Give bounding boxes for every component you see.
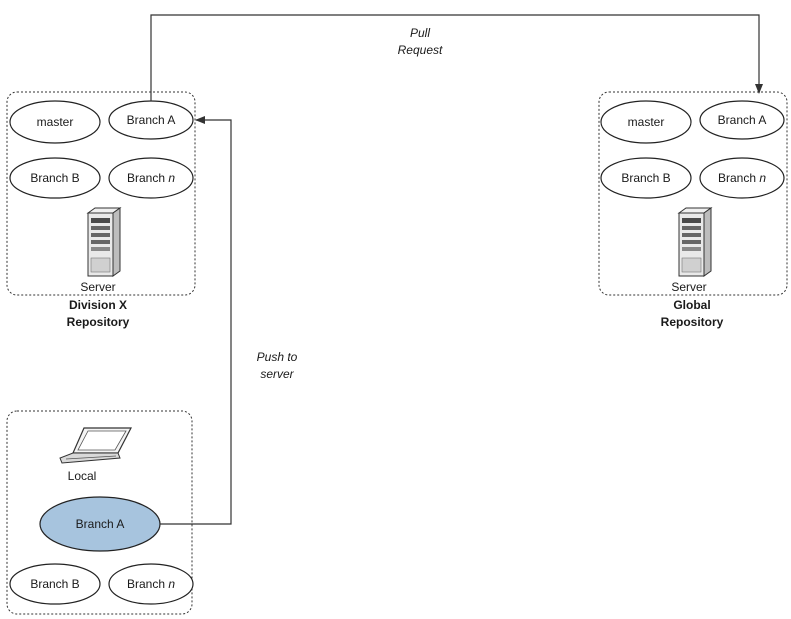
global-branch-a-label: Branch A [718, 113, 767, 127]
global-branch-a: Branch A [699, 100, 785, 140]
division-branch-a: Branch A [108, 100, 194, 140]
division-branch-n: Branch n [108, 157, 194, 199]
local-boundary [6, 410, 193, 615]
division-repo-boundary [6, 91, 196, 296]
pull-request-label-line2: Request [398, 43, 443, 57]
global-branch-master: master [600, 100, 692, 144]
division-x-repository: master Branch A Branch B Branch n Server… [6, 91, 196, 329]
push-label-line1: Push to [257, 350, 298, 364]
global-server-label: Server [671, 280, 706, 294]
push-to-server-arrow: Push to server [160, 116, 298, 525]
local-workspace: Local Branch A Branch B Branch n [6, 410, 194, 615]
local-branch-b: Branch B [9, 563, 101, 605]
division-server-icon [86, 207, 122, 277]
global-server-icon [677, 207, 713, 277]
division-server-label: Server [80, 280, 115, 294]
local-label: Local [68, 469, 97, 483]
global-branch-master-label: master [628, 115, 665, 129]
global-repo-title-line2: Repository [661, 315, 724, 329]
pull-request-arrow: Pull Request [150, 14, 763, 101]
global-repo-boundary [598, 91, 788, 296]
global-branch-b-label: Branch B [621, 171, 670, 185]
division-branch-a-label: Branch A [127, 113, 176, 127]
local-branch-n-label: Branch n [127, 577, 175, 591]
local-branch-n: Branch n [108, 563, 194, 605]
division-branch-b: Branch B [9, 157, 101, 199]
division-branch-b-label: Branch B [30, 171, 79, 185]
global-branch-n: Branch n [699, 157, 785, 199]
laptop-icon [59, 427, 132, 464]
local-branch-a-label: Branch A [76, 517, 125, 531]
global-branch-b: Branch B [600, 157, 692, 199]
global-repo-title-line1: Global [673, 298, 710, 312]
division-repo-title-line1: Division X [69, 298, 127, 312]
pull-request-label-line1: Pull [410, 26, 430, 40]
division-branch-master: master [9, 100, 101, 144]
local-branch-b-label: Branch B [30, 577, 79, 591]
division-branch-master-label: master [37, 115, 74, 129]
division-branch-n-label: Branch n [127, 171, 175, 185]
push-label-line2: server [260, 367, 294, 381]
global-branch-n-label: Branch n [718, 171, 766, 185]
local-branch-a: Branch A [39, 496, 161, 552]
global-repository: master Branch A Branch B Branch n Server… [598, 91, 788, 329]
division-repo-title-line2: Repository [67, 315, 130, 329]
